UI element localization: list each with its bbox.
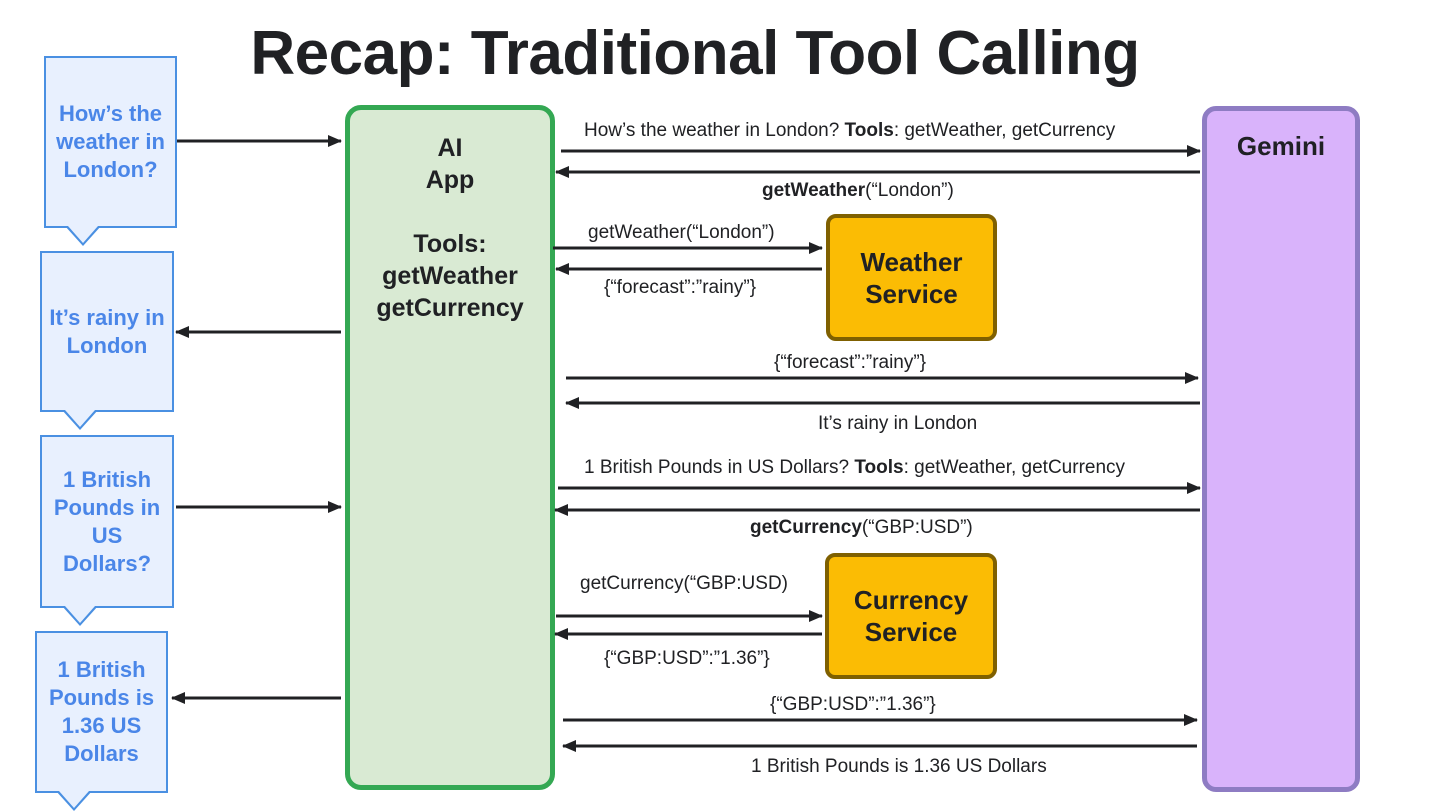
slide-title: Recap: Traditional Tool Calling xyxy=(250,19,1140,88)
msg-getcurrency-request: getCurrency(“GBP:USD) xyxy=(580,573,788,594)
weather-service-line2: Service xyxy=(865,278,958,309)
msg-currency-query: 1 British Pounds in US Dollars? Tools: g… xyxy=(584,457,1126,478)
ai-app-box: AI App Tools: getWeather getCurrency xyxy=(345,105,555,790)
msg-getcurrency-call: getCurrency(“GBP:USD”) xyxy=(750,517,973,538)
app-label-line1: AI xyxy=(437,134,463,162)
bubble-text: 1 British Pounds in US Dollars? xyxy=(53,466,161,576)
app-tool-getweather: getWeather xyxy=(382,262,518,290)
app-tools-heading: Tools: xyxy=(413,230,487,258)
gemini-box: Gemini xyxy=(1202,106,1360,792)
bubble-tail xyxy=(65,606,95,623)
user-bubble-weather-answer: It’s rainy in London xyxy=(40,251,174,412)
bubble-text: It’s rainy in London xyxy=(49,304,165,358)
bubble-tail xyxy=(59,791,89,808)
msg-forecast-to-gemini: {“forecast”:”rainy”} xyxy=(774,352,927,373)
currency-service-line2: Service xyxy=(864,617,958,647)
bubble-text: How’s the weather in London? xyxy=(56,101,165,182)
msg-currency-response: {“GBP:USD”:”1.36”} xyxy=(604,648,770,669)
bubble-text: 1 British Pounds is 1.36 US Dollars xyxy=(48,657,155,766)
app-label-line2: App xyxy=(425,166,475,194)
app-tool-getcurrency: getCurrency xyxy=(376,294,524,322)
bubble-tail xyxy=(68,226,98,243)
weather-service-line1: Weather xyxy=(860,246,963,277)
currency-service-box: Currency Service xyxy=(825,553,997,679)
msg-weather-final: It’s rainy in London xyxy=(818,413,978,434)
weather-service-box: Weather Service xyxy=(826,214,997,341)
msg-getweather-request: getWeather(“London”) xyxy=(588,222,775,243)
user-bubble-weather-question: How’s the weather in London? xyxy=(44,56,177,228)
user-bubble-currency-answer: 1 British Pounds is 1.36 US Dollars xyxy=(35,631,168,793)
msg-weather-query: How’s the weather in London? Tools: getW… xyxy=(584,120,1116,141)
bubble-tail xyxy=(65,410,95,427)
msg-rate-to-gemini: {“GBP:USD”:”1.36”} xyxy=(770,694,936,715)
msg-getweather-call: getWeather(“London”) xyxy=(762,180,954,201)
user-bubble-currency-question: 1 British Pounds in US Dollars? xyxy=(40,435,174,608)
msg-weather-response: {“forecast”:”rainy”} xyxy=(604,277,757,298)
gemini-label: Gemini xyxy=(1236,131,1326,161)
msg-currency-final: 1 British Pounds is 1.36 US Dollars xyxy=(751,756,1047,777)
currency-service-line1: Currency xyxy=(853,585,969,615)
